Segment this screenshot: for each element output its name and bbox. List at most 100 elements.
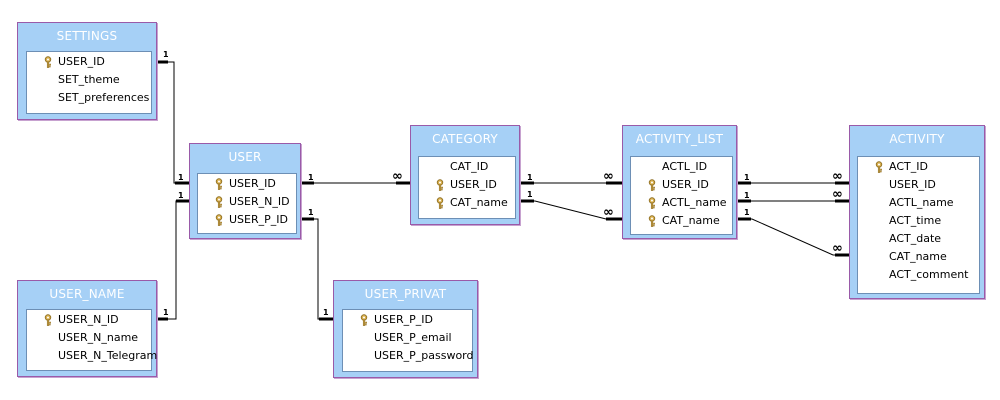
field-row[interactable]: USER_ID	[858, 176, 979, 194]
field-row[interactable]: USER_ID	[419, 176, 515, 194]
table-title: USER	[228, 150, 262, 164]
card-one-userprivat-in: 1	[323, 308, 329, 317]
field-name: USER_P_ID	[374, 313, 433, 326]
field-name: USER_ID	[229, 177, 276, 190]
field-row[interactable]: USER_N_Telegram	[27, 347, 157, 365]
table-title: CATEGORY	[432, 132, 498, 146]
field-row[interactable]: ACT_comment	[858, 266, 979, 284]
table-user[interactable]: USER USER_ID USER_N_ID USER_P_ID	[189, 143, 301, 239]
field-row[interactable]: ACTL_ID	[631, 158, 732, 176]
card-one-actlist-3: 1	[744, 208, 750, 217]
primary-key-icon	[435, 197, 445, 209]
field-name: USER_P_ID	[229, 213, 288, 226]
card-one-category-bottom: 1	[527, 190, 533, 199]
primary-key-icon	[435, 179, 445, 191]
field-row[interactable]: ACT_ID	[858, 158, 979, 176]
card-one-username: 1	[163, 308, 169, 317]
primary-key-icon	[214, 178, 224, 190]
table-title: ACTIVITY_LIST	[635, 132, 724, 146]
field-name: USER_ID	[662, 178, 709, 191]
field-row[interactable]: CAT_name	[858, 248, 979, 266]
card-one-user-right: 1	[308, 173, 314, 182]
field-list: CAT_ID USER_ID CAT_name	[418, 156, 516, 219]
table-title: ACTIVITY	[889, 132, 945, 146]
field-row[interactable]: USER_P_email	[343, 329, 472, 347]
field-name: ACT_ID	[889, 160, 928, 173]
field-row[interactable]: CAT_name	[631, 212, 732, 230]
field-name: SET_theme	[58, 73, 120, 86]
field-row[interactable]: CAT_ID	[419, 158, 515, 176]
field-row[interactable]: USER_ID	[198, 175, 296, 193]
field-row[interactable]: USER_N_ID	[27, 311, 151, 329]
rel-settings-user-line	[157, 61, 189, 184]
field-row[interactable]: USER_P_password	[343, 347, 474, 365]
field-list: USER_ID USER_N_ID USER_P_ID	[197, 173, 297, 234]
table-category[interactable]: CATEGORY CAT_ID USER_ID CAT_name	[410, 125, 520, 225]
card-one-actlist-1: 1	[744, 173, 750, 182]
primary-key-icon	[43, 314, 53, 326]
rel-username-user-line	[157, 200, 189, 320]
field-name: USER_N_ID	[229, 195, 290, 208]
field-row[interactable]: USER_P_ID	[198, 211, 296, 229]
field-row[interactable]: ACT_time	[858, 212, 979, 230]
field-name: USER_ID	[450, 178, 497, 191]
card-one-settings: 1	[163, 50, 169, 59]
field-row[interactable]: USER_ID	[631, 176, 732, 194]
field-name: CAT_ID	[450, 160, 489, 173]
field-name: USER_N_ID	[58, 313, 119, 326]
card-one-category-top: 1	[527, 173, 533, 182]
field-name: ACT_date	[889, 232, 942, 245]
primary-key-icon	[647, 179, 657, 191]
primary-key-icon	[43, 56, 53, 68]
table-title: USER_NAME	[49, 287, 125, 301]
field-name: ACT_comment	[889, 268, 969, 281]
card-many-activity-2: ∞	[832, 187, 843, 202]
field-row[interactable]: USER_N_ID	[198, 193, 296, 211]
primary-key-icon	[214, 214, 224, 226]
card-many-activity-1: ∞	[832, 169, 843, 184]
table-title: USER_PRIVAT	[364, 287, 447, 301]
field-row[interactable]: ACTL_name	[631, 194, 732, 212]
card-one-user-privat: 1	[308, 208, 314, 217]
rel-user-userprivat-line	[301, 218, 333, 320]
primary-key-icon	[359, 314, 369, 326]
field-row[interactable]: SET_preferences	[27, 89, 151, 107]
field-name: USER_N_Telegram	[58, 349, 158, 362]
field-row[interactable]: USER_ID	[27, 53, 151, 71]
table-title: SETTINGS	[56, 29, 118, 43]
field-name: USER_P_password	[374, 349, 474, 362]
card-one-user-bottom: 1	[178, 191, 184, 200]
field-name: USER_ID	[889, 178, 936, 191]
field-name: USER_P_email	[374, 331, 452, 344]
card-one-actlist-2: 1	[744, 191, 750, 200]
field-row[interactable]: ACTL_name	[858, 194, 979, 212]
field-row[interactable]: ACT_date	[858, 230, 979, 248]
primary-key-icon	[874, 161, 884, 173]
field-row[interactable]: SET_theme	[27, 71, 151, 89]
field-row[interactable]: CAT_name	[419, 194, 515, 212]
card-many-activity-3: ∞	[832, 241, 843, 256]
field-name: CAT_name	[450, 196, 508, 209]
card-one-user-top: 1	[178, 173, 184, 182]
field-name: ACTL_name	[889, 196, 954, 209]
field-name: USER_N_name	[58, 331, 139, 344]
field-name: ACTL_name	[662, 196, 727, 209]
field-row[interactable]: USER_N_name	[27, 329, 151, 347]
card-many-actlist-bottom: ∞	[603, 205, 614, 220]
field-row[interactable]: USER_P_ID	[343, 311, 472, 329]
primary-key-icon	[214, 196, 224, 208]
field-name: CAT_name	[889, 250, 947, 263]
card-many-category: ∞	[392, 169, 403, 184]
primary-key-icon	[647, 215, 657, 227]
